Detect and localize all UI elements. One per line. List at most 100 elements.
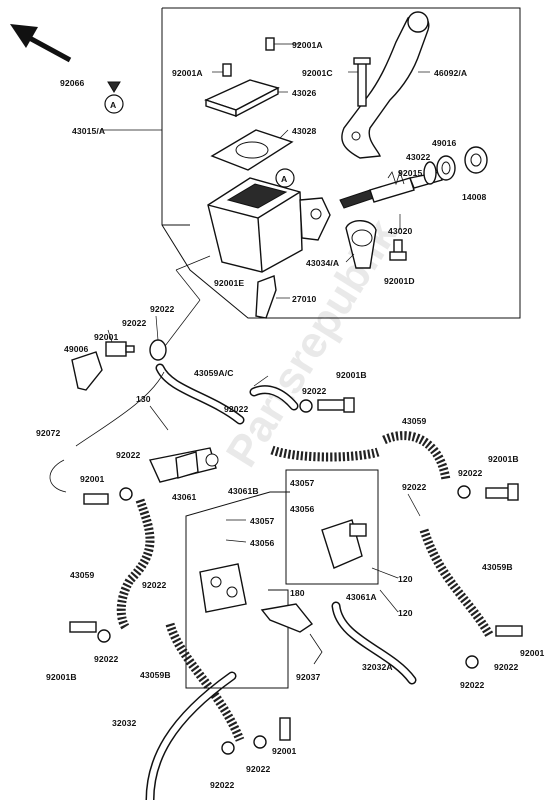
label-92037: 92037 xyxy=(296,672,321,682)
screw-92066 xyxy=(107,81,121,93)
brake-lever xyxy=(341,11,430,159)
valve-43061a xyxy=(321,519,367,569)
label-43059b-b: 43059B xyxy=(140,670,171,680)
label-43059-a: 43059 xyxy=(402,416,427,426)
bolts-and-washers xyxy=(69,397,523,755)
dust-boot xyxy=(423,155,456,185)
label-43059ac: 43059A/C xyxy=(194,368,234,378)
label-92001c: 92001C xyxy=(302,68,333,78)
label-92001-a: 92001 xyxy=(94,332,119,342)
hose-right-upper xyxy=(382,431,451,481)
bracket-180 xyxy=(260,603,314,633)
hose-43059a xyxy=(155,363,245,425)
label-92015: 92015 xyxy=(398,168,423,178)
label-92001a-1: 92001A xyxy=(292,40,323,50)
label-92022-j: 92022 xyxy=(494,662,519,672)
clamp xyxy=(345,220,377,269)
svg-text:A: A xyxy=(281,174,287,184)
label-92001-b: 92001 xyxy=(80,474,105,484)
leader-lines xyxy=(100,71,430,613)
diaphragm xyxy=(210,129,294,171)
ref-marker-a-2: A xyxy=(275,168,295,188)
label-92022-e: 92022 xyxy=(116,450,141,460)
label-92022-i: 92022 xyxy=(94,654,119,664)
label-32032: 32032 xyxy=(112,718,137,728)
label-92022-b: 92022 xyxy=(122,318,147,328)
hose-left xyxy=(116,498,155,631)
label-92022-l: 92022 xyxy=(246,764,271,774)
clip-92072 xyxy=(49,371,165,493)
label-43015a: 43015/A xyxy=(72,126,105,136)
spring-small xyxy=(387,170,405,186)
label-43059b-a: 43059B xyxy=(482,562,513,572)
joint-43061 xyxy=(148,447,219,483)
label-92022-f: 92022 xyxy=(402,482,427,492)
label-92001-c: 92001 xyxy=(520,648,545,658)
label-43061: 43061 xyxy=(172,492,197,502)
label-92022-a: 92022 xyxy=(150,304,175,314)
label-130: 130 xyxy=(136,394,151,404)
label-49016: 49016 xyxy=(432,138,457,148)
label-92001b-c: 92001B xyxy=(46,672,77,682)
label-92001-d: 92001 xyxy=(272,746,297,756)
ref-marker-a-1: A xyxy=(104,94,124,114)
master-cylinder-group-frame xyxy=(161,7,521,319)
label-43057-a: 43057 xyxy=(290,478,315,488)
label-92022-d: 92022 xyxy=(224,404,249,414)
label-43061a: 43061A xyxy=(346,592,377,602)
pipe-32032a xyxy=(331,601,417,685)
label-43059-b: 43059 xyxy=(70,570,95,580)
label-92022-c: 92022 xyxy=(302,386,327,396)
switch-bracket xyxy=(255,275,277,319)
label-43061b: 43061B xyxy=(228,486,259,496)
label-92001b-b: 92001B xyxy=(488,454,519,464)
master-cylinder-body xyxy=(207,177,331,273)
label-43056-b: 43056 xyxy=(250,538,275,548)
pcv-frame xyxy=(285,469,379,585)
screw-top-2 xyxy=(212,63,232,77)
label-120-a: 120 xyxy=(398,574,413,584)
clip-92037 xyxy=(309,633,323,665)
label-49006: 49006 xyxy=(64,344,89,354)
label-92072: 92072 xyxy=(36,428,61,438)
label-43020: 43020 xyxy=(388,226,413,236)
label-92001d: 92001D xyxy=(384,276,415,286)
label-92001b-a: 92001B xyxy=(336,370,367,380)
label-180: 180 xyxy=(290,588,305,598)
label-43034a: 43034/A xyxy=(306,258,339,268)
bleeder-49006 xyxy=(71,351,103,391)
label-92001a-2: 92001A xyxy=(172,68,203,78)
label-43057-b: 43057 xyxy=(250,516,275,526)
hose-main-braided xyxy=(270,445,380,462)
label-92022-g: 92022 xyxy=(458,468,483,478)
label-14008: 14008 xyxy=(462,192,487,202)
label-92022-k: 92022 xyxy=(460,680,485,690)
hose-right-lower xyxy=(419,528,494,639)
screw-top-1 xyxy=(265,37,300,51)
label-43056-a: 43056 xyxy=(290,504,315,514)
bushing xyxy=(464,146,488,174)
direction-arrow-icon xyxy=(10,24,72,63)
label-43026: 43026 xyxy=(292,88,317,98)
valve-43061b xyxy=(199,563,247,613)
label-92022-m: 92022 xyxy=(210,780,235,790)
hose-short xyxy=(249,385,299,411)
svg-text:A: A xyxy=(110,100,116,110)
delay-valve-frame xyxy=(185,491,290,689)
pivot-bolt xyxy=(353,57,371,107)
reservoir-cap xyxy=(204,79,280,118)
label-46092a: 46092/A xyxy=(434,68,467,78)
label-43028: 43028 xyxy=(292,126,317,136)
label-92001e: 92001E xyxy=(214,278,244,288)
label-27010: 27010 xyxy=(292,294,317,304)
label-120-b: 120 xyxy=(398,608,413,618)
part-labels: 92001A 92001A 92001C 46092/A 92066 43026… xyxy=(36,40,545,790)
banjo-upper xyxy=(105,339,167,361)
label-92066: 92066 xyxy=(60,78,85,88)
label-43022: 43022 xyxy=(406,152,431,162)
hose-center-lower xyxy=(165,622,245,742)
label-32032a: 32032A xyxy=(362,662,393,672)
label-92022-h: 92022 xyxy=(142,580,167,590)
clamp-bolt xyxy=(389,239,407,261)
